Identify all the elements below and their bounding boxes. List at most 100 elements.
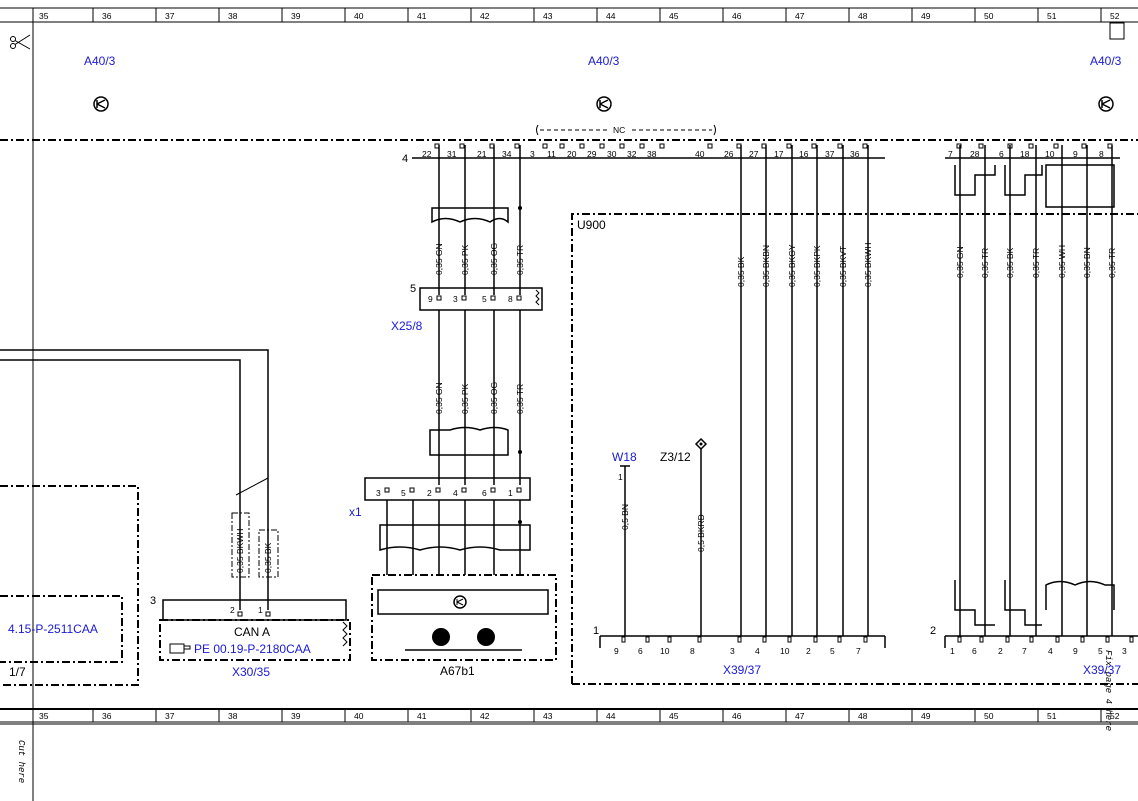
reference-hand-icon	[169, 643, 191, 654]
wire-color-label: 0,35 OG	[489, 243, 499, 275]
x39-pin-terminal	[1029, 636, 1034, 643]
a40-label-mid: A40/3	[588, 54, 620, 68]
a40-label-left: A40/3	[84, 54, 116, 68]
x1-pin-terminal	[435, 487, 441, 493]
grid-number-bottom: 44	[606, 711, 616, 721]
x39-pin-terminal	[697, 636, 702, 643]
left-page-ref: 1/7	[9, 665, 26, 679]
wire-color-label: 0,35 TR	[1107, 248, 1117, 278]
x30-component-box	[159, 619, 351, 661]
a40-pin-terminal	[542, 143, 548, 149]
x25-pin-label: 3	[453, 294, 458, 304]
grid-number-bottom: 39	[291, 711, 301, 721]
a40-pin-terminal	[707, 143, 713, 149]
x39-left-label: X39/37	[723, 663, 761, 677]
a40-pin-label: 9	[1073, 149, 1078, 159]
grid-number-bottom: 38	[228, 711, 238, 721]
x39-left-pin-label: 2	[806, 646, 811, 656]
x39-pin-terminal	[737, 636, 742, 643]
x1-pin-label: 3	[376, 488, 381, 498]
transistor-icon-a67	[453, 595, 467, 609]
x25-pin-label: 5	[482, 294, 487, 304]
grid-number-bottom: 35	[39, 711, 49, 721]
grid-number-top: 42	[480, 11, 490, 21]
x30-label: X30/35	[232, 665, 270, 679]
grid-number-bottom: 43	[543, 711, 553, 721]
a40-pin-label: 29	[587, 149, 597, 159]
a40-pin-label: 30	[607, 149, 617, 159]
u900-label: U900	[577, 218, 606, 232]
wire-color-label: 0,35 TR	[1031, 248, 1041, 278]
grid-number-top: 52	[1110, 11, 1120, 21]
wire-color-label: 0,35 BK	[736, 256, 746, 287]
wire-color-label: 0,35 BKBN	[761, 245, 771, 287]
left-ref-box	[0, 595, 123, 663]
wires-x25-x1	[429, 310, 522, 485]
x39-right-pin-label: 7	[1022, 646, 1027, 656]
x39-left-pin-label: 4	[755, 646, 760, 656]
wire-color-label: 0,35 BKPK	[812, 245, 822, 287]
x39-pin-terminal	[1105, 636, 1110, 643]
connector-number-2: 2	[930, 625, 936, 637]
grid-number-top: 51	[1047, 11, 1057, 21]
scissors-icon	[10, 34, 31, 50]
a40-pin-label: 8	[1099, 149, 1104, 159]
x39-left-pin-label: 6	[638, 646, 643, 656]
grid-number-top: 40	[354, 11, 364, 21]
x39-right-pin-label: 5	[1098, 646, 1103, 656]
can-label: CAN A	[234, 625, 270, 639]
a40-pin-label: 17	[774, 149, 784, 159]
x39-pin-terminal	[979, 636, 984, 643]
wire-color-label: 0,35 TR	[515, 245, 525, 275]
x39-pin-terminal	[645, 636, 650, 643]
x39-left-pin-label: 10	[660, 646, 670, 656]
grid-number-bottom: 52	[1110, 711, 1120, 721]
a40-pin-terminal	[837, 143, 843, 149]
transistor-icon-left	[93, 96, 109, 112]
corner-marker	[1109, 22, 1125, 40]
wire-color-label: 0,35 BKVT	[838, 246, 848, 287]
a40-pin-terminal	[514, 143, 520, 149]
a40-pin-terminal	[786, 143, 792, 149]
a40-pin-terminal	[956, 143, 962, 149]
a40-pin-label: 26	[724, 149, 734, 159]
pe-reference: PE 00.19-P-2180CAA	[194, 642, 311, 656]
nc-label: NC	[613, 125, 625, 135]
left-component-box	[0, 485, 139, 686]
x25-pin-label: 8	[508, 294, 513, 304]
wire-color-label: 0,35 PK	[460, 383, 470, 414]
wire-color-label: 0,35 BK	[1005, 247, 1015, 278]
grid-number-bottom: 51	[1047, 711, 1057, 721]
grid-number-top: 44	[606, 11, 616, 21]
transistor-icon-right	[1098, 96, 1114, 112]
grid-number-top: 50	[984, 11, 994, 21]
wire-color-label: 0,35 PK	[460, 244, 470, 275]
a40-pin-terminal	[978, 143, 984, 149]
grid-number-bottom: 50	[984, 711, 994, 721]
x30-spring	[342, 621, 348, 647]
grid-number-top: 39	[291, 11, 301, 21]
grid-number-bottom: 37	[165, 711, 175, 721]
grid-number-bottom: 49	[921, 711, 931, 721]
wires-u900-mid	[740, 145, 869, 636]
grid-number-top: 37	[165, 11, 175, 21]
fix-page-label: Fix page 4 here	[1103, 650, 1113, 731]
x39-pin-terminal	[667, 636, 672, 643]
grid-number-top: 35	[39, 11, 49, 21]
x39-left-pin-label: 5	[830, 646, 835, 656]
a67-inner-bar	[377, 589, 549, 615]
a40-pin-label: 18	[1020, 149, 1030, 159]
grid-number-top: 45	[669, 11, 679, 21]
x1-pin-label: 6	[482, 488, 487, 498]
wires-a40-x25	[431, 145, 522, 295]
left-reference: 4.15-P-2511CAA	[8, 622, 98, 636]
